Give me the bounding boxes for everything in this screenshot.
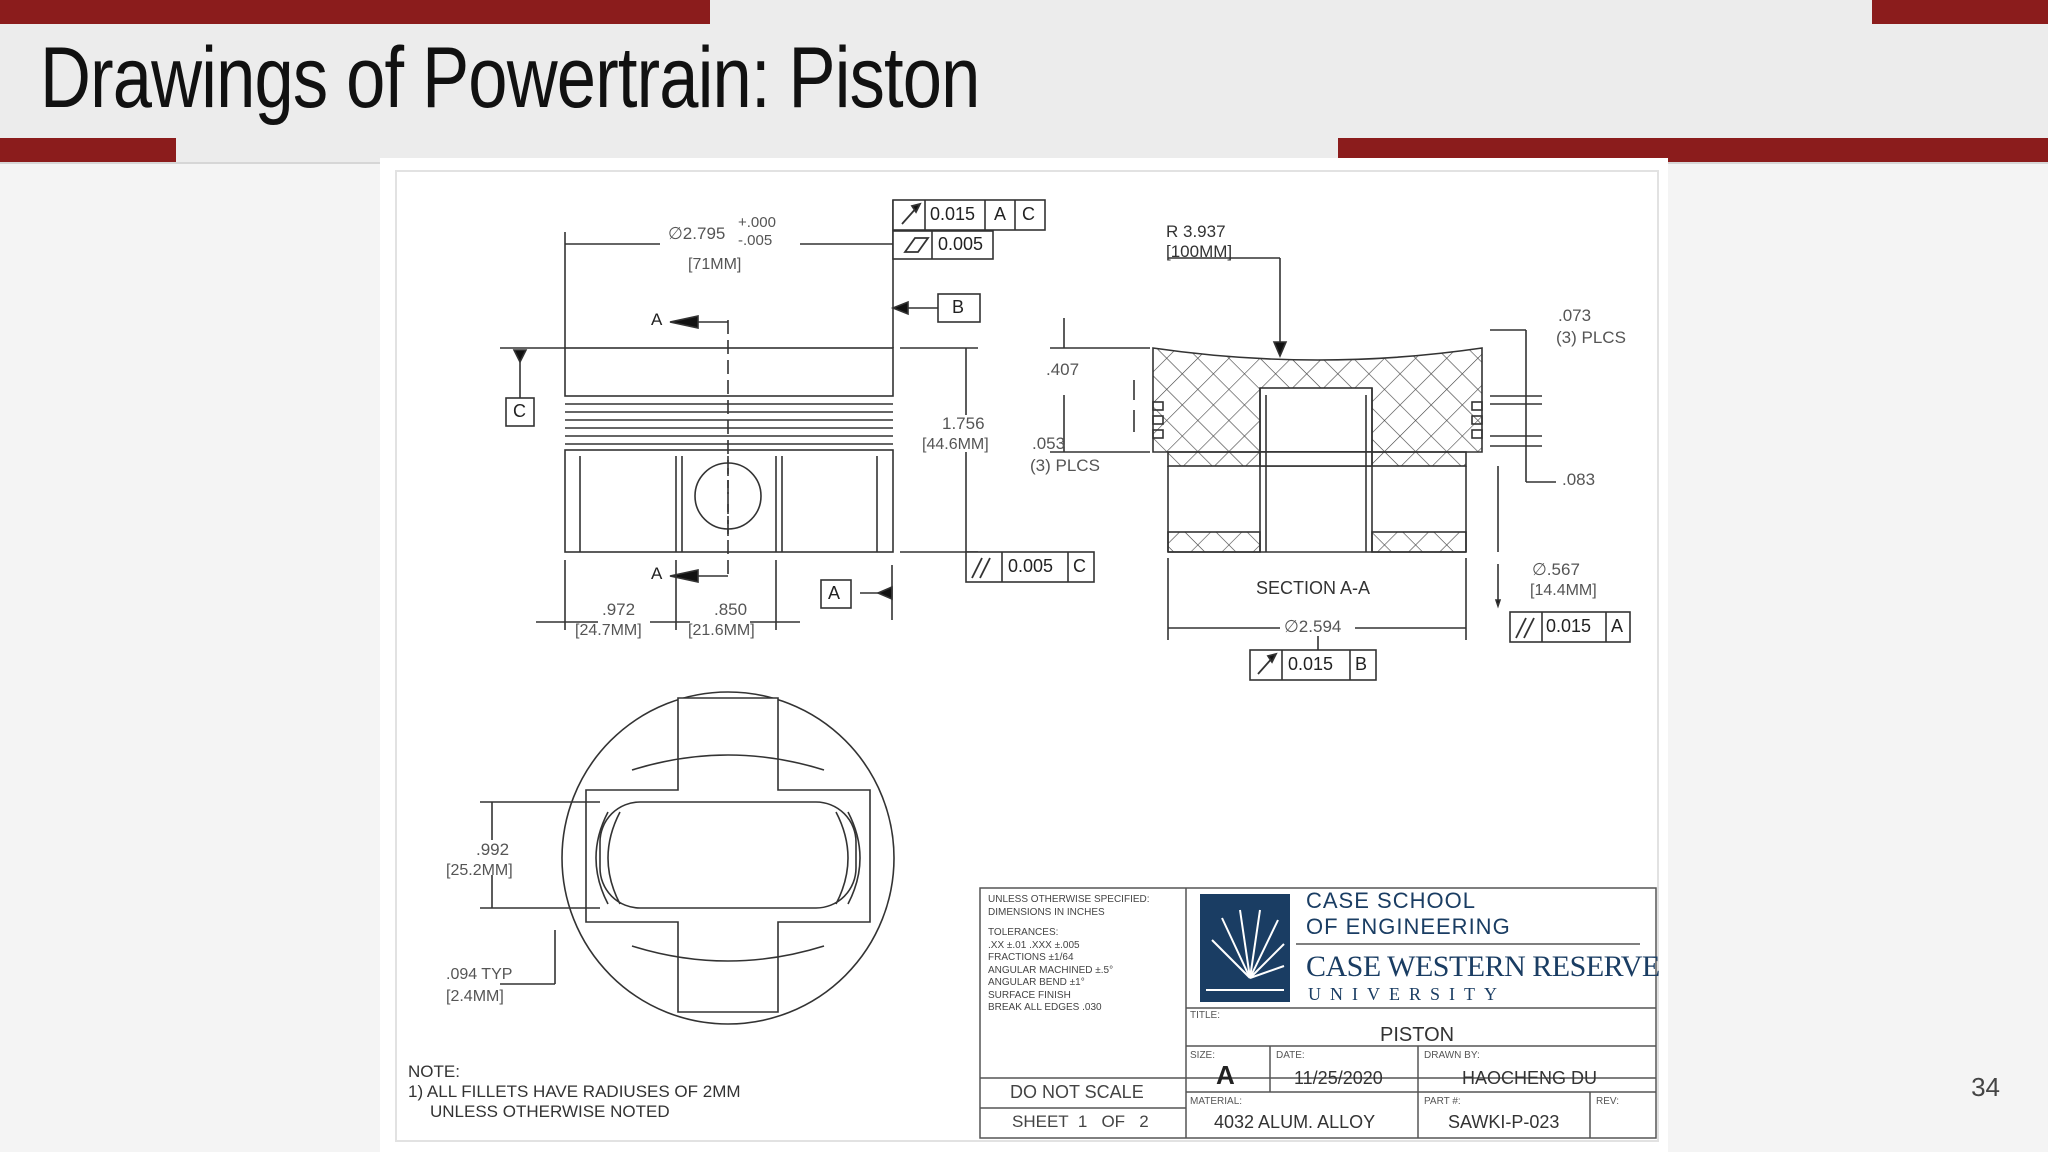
university-logo xyxy=(1200,894,1290,1002)
dim-right: .850 xyxy=(714,600,748,619)
dim-diameter: ∅2.795 xyxy=(668,224,726,243)
dim-diameter-mm: [71MM] xyxy=(688,256,742,273)
note-line-2: UNLESS OTHERWISE NOTED xyxy=(430,1102,670,1121)
fcf-par-section-ref: A xyxy=(1611,616,1624,636)
datum-c-label: C xyxy=(513,401,526,421)
datum-b-box xyxy=(937,293,981,323)
piston-crown xyxy=(564,347,894,397)
note-line-1: 1) ALL FILLETS HAVE RADIUSES OF 2MM xyxy=(408,1082,741,1101)
spec-line: ANGULAR MACHINED ±.5° xyxy=(988,964,1114,976)
fcf-runout-ref1: A xyxy=(994,204,1007,224)
note-header: NOTE: xyxy=(408,1062,460,1081)
bottom-view-cross xyxy=(585,697,871,1013)
drawn-by-label: DRAWN BY: xyxy=(1424,1050,1480,1061)
dim-right-mm: [21.6MM] xyxy=(688,622,755,639)
datum-c-box xyxy=(505,397,535,427)
do-not-scale: DO NOT SCALE xyxy=(1010,1082,1144,1102)
fcf-runout-section-ref: B xyxy=(1355,654,1368,674)
dim-diameter-tol-minus: -.005 xyxy=(738,232,773,249)
tolerance-specs: UNLESS OTHERWISE SPECIFIED: DIMENSIONS I… xyxy=(988,894,1150,1015)
dim-053: .053 xyxy=(1032,434,1066,453)
dim-dia-567-mm: [14.4MM] xyxy=(1530,582,1597,599)
bottom-view-outline xyxy=(561,691,895,1025)
university-name: CASE WESTERN RESERVE xyxy=(1306,950,1660,983)
fcf-runout-value: 0.015 xyxy=(930,204,976,224)
piston-skirt xyxy=(564,449,894,553)
spec-line: ANGULAR BEND ±1° xyxy=(988,977,1085,988)
dim-height-mm: [44.6MM] xyxy=(922,436,989,453)
dim-dia-567: ∅.567 xyxy=(1532,560,1580,579)
title-label: TITLE: xyxy=(1190,1010,1221,1021)
size-label: SIZE: xyxy=(1190,1050,1216,1061)
section-label: SECTION A-A xyxy=(1256,578,1371,598)
date-label: DATE: xyxy=(1276,1050,1305,1061)
drawing-sheet-border xyxy=(395,170,1659,1142)
fcf-parallel-front xyxy=(965,551,1095,583)
date-value: 11/25/2020 xyxy=(1294,1068,1383,1088)
sheet-info: SHEET 1 OF 2 xyxy=(1012,1112,1149,1131)
material-label: MATERIAL: xyxy=(1190,1096,1243,1107)
dim-094-mm: [2.4MM] xyxy=(446,988,504,1005)
dim-083: .083 xyxy=(1562,470,1596,489)
rev-label: REV: xyxy=(1596,1096,1619,1107)
slide-title: Drawings of Powertrain: Piston xyxy=(40,30,980,126)
datum-b-label: B xyxy=(952,297,965,317)
school-name-line1: CASE SCHOOL xyxy=(1306,888,1476,913)
dim-radius: R 3.937 xyxy=(1166,222,1226,241)
dim-053-plcs: (3) PLCS xyxy=(1030,456,1100,475)
dim-992-mm: [25.2MM] xyxy=(446,862,513,879)
accent-bar-bottom-left xyxy=(0,138,176,162)
accent-bar-top-right xyxy=(1872,0,2048,24)
fcf-par-section-value: 0.015 xyxy=(1546,616,1592,636)
accent-bar-top-left xyxy=(0,0,710,24)
section-mark-top: A xyxy=(651,310,663,329)
spec-line: DIMENSIONS IN INCHES xyxy=(988,906,1105,918)
section-mark-bottom: A xyxy=(651,564,663,583)
dim-diameter-tol-plus: +.000 xyxy=(738,214,776,231)
fcf-cyl-value: 0.005 xyxy=(938,234,984,254)
spec-line: TOLERANCES: xyxy=(988,927,1059,938)
title-value: PISTON xyxy=(1380,1024,1455,1046)
dim-dia-2594: ∅2.594 xyxy=(1284,617,1342,636)
university-sub: UNIVERSITY xyxy=(1308,984,1506,1004)
dim-left: .972 xyxy=(602,600,636,619)
datum-a-box xyxy=(820,579,852,609)
school-name-line2: OF ENGINEERING xyxy=(1306,914,1511,939)
dim-groove-top: .073 xyxy=(1558,306,1592,325)
spec-line: .XX ±.01 .XXX ±.005 xyxy=(988,939,1080,951)
dim-992: .992 xyxy=(476,840,510,859)
page-number: 34 xyxy=(1971,1072,2000,1102)
material-value: 4032 ALUM. ALLOY xyxy=(1214,1112,1376,1132)
fcf-par-front-ref: C xyxy=(1073,556,1086,576)
dim-407: .407 xyxy=(1046,360,1080,379)
spec-line: FRACTIONS ±1/64 xyxy=(988,952,1074,963)
fcf-runout-section-value: 0.015 xyxy=(1288,654,1334,674)
dim-height: 1.756 xyxy=(942,414,985,433)
spec-line: SURFACE FINISH xyxy=(988,989,1071,1001)
spec-line: UNLESS OTHERWISE SPECIFIED: xyxy=(988,894,1150,905)
spec-line: BREAK ALL EDGES .030 xyxy=(988,1002,1102,1013)
part-label: PART #: xyxy=(1424,1096,1461,1107)
fcf-runout-ref2: C xyxy=(1022,204,1035,224)
drawn-by-value: HAOCHENG DU xyxy=(1462,1068,1598,1088)
dim-094: .094 TYP xyxy=(446,966,513,983)
title-block xyxy=(979,887,1657,1139)
part-value: SAWKI-P-023 xyxy=(1448,1112,1560,1132)
dim-radius-mm: [100MM] xyxy=(1166,242,1233,261)
dim-groove-top-plcs: (3) PLCS xyxy=(1556,328,1626,347)
datum-a-label: A xyxy=(828,583,841,603)
fcf-par-front-value: 0.005 xyxy=(1008,556,1054,576)
size-value: A xyxy=(1216,1060,1235,1090)
dim-left-mm: [24.7MM] xyxy=(575,622,642,639)
